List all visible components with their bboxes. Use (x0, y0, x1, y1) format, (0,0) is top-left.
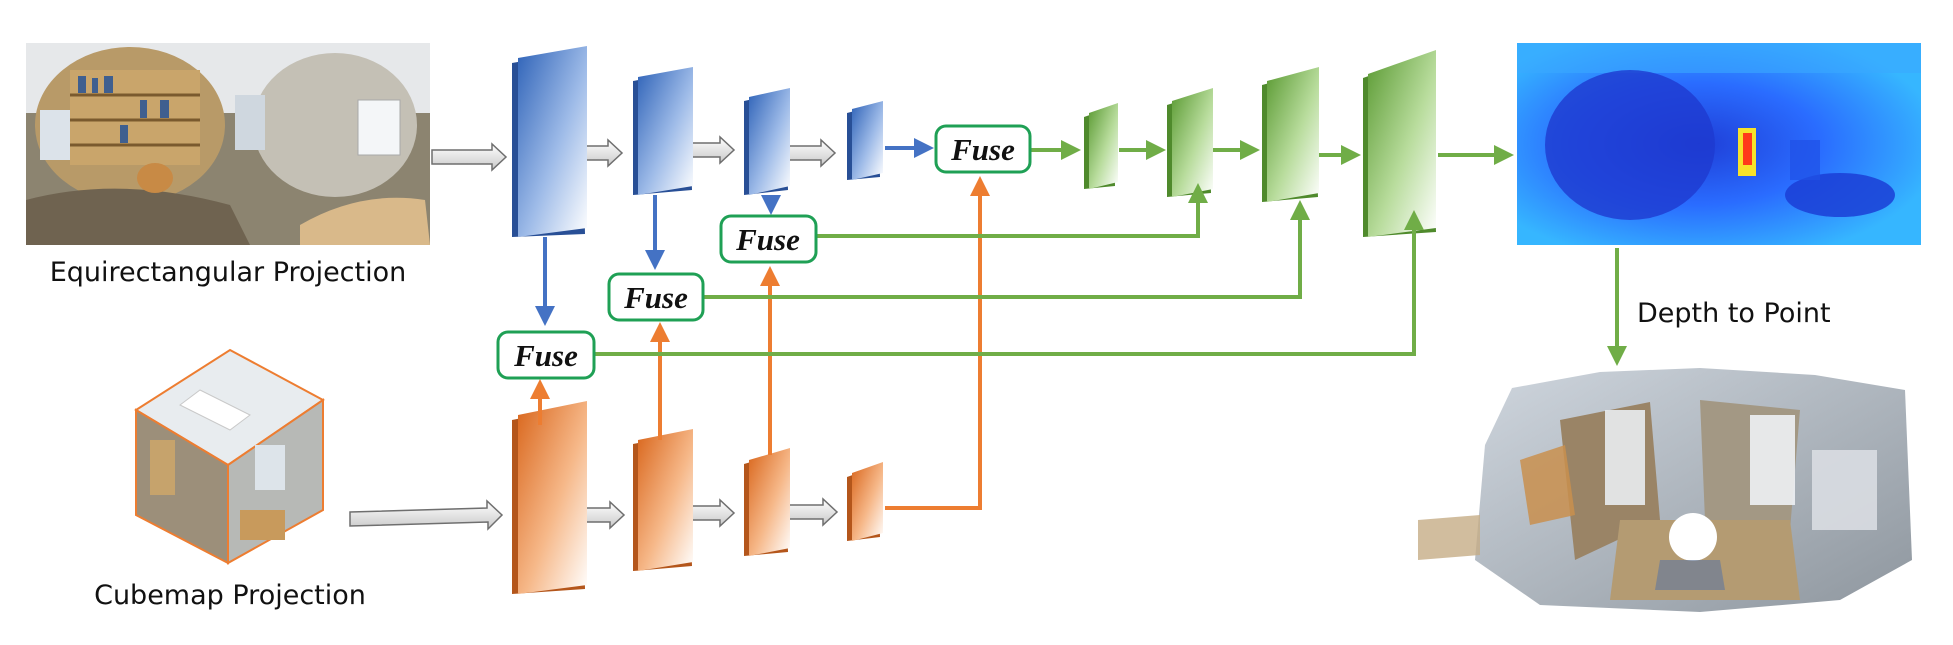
fuse-box-2: Fuse (607, 272, 705, 322)
fuse-box-3: Fuse (719, 214, 818, 264)
fuse-label-2: Fuse (623, 280, 688, 315)
depth-map (1517, 43, 1921, 245)
equirect-encoder (512, 46, 883, 237)
depth-to-point-caption: Depth to Point (1637, 298, 1831, 329)
cubemap-caption: Cubemap Projection (94, 580, 366, 611)
equirect-feature-1 (518, 46, 587, 237)
cubemap-feature-4 (852, 462, 883, 541)
fuse-label-1: Fuse (513, 338, 578, 373)
equirectangular-caption: Equirectangular Projection (50, 257, 407, 288)
cubemap-connections (530, 176, 990, 510)
fusion-connections (594, 140, 1627, 366)
fuse-label-4: Fuse (950, 132, 1015, 167)
cubemap-feature-3 (749, 448, 790, 556)
point-cloud (1418, 368, 1912, 612)
fuse-box-1: Fuse (496, 330, 596, 380)
equirect-feature-2 (638, 67, 693, 195)
fuse-box-4: Fuse (934, 124, 1032, 174)
decoder-feature-1 (1089, 103, 1118, 189)
decoder-feature-2 (1172, 88, 1213, 197)
fuse-label-3: Fuse (735, 222, 800, 257)
equirect-feature-3 (749, 88, 790, 195)
decoder-feature-4 (1368, 50, 1436, 237)
decoder-feature-3 (1267, 67, 1319, 202)
cubemap-feature-1 (518, 401, 587, 594)
cubemap-encoder (512, 401, 883, 594)
equirectangular-image (26, 43, 430, 245)
cubemap-feature-2 (638, 429, 693, 571)
cubemap-cube (134, 348, 325, 565)
equirect-connections (535, 138, 934, 326)
equirect-feature-4 (852, 101, 883, 180)
fusion-decoder (1084, 50, 1436, 237)
